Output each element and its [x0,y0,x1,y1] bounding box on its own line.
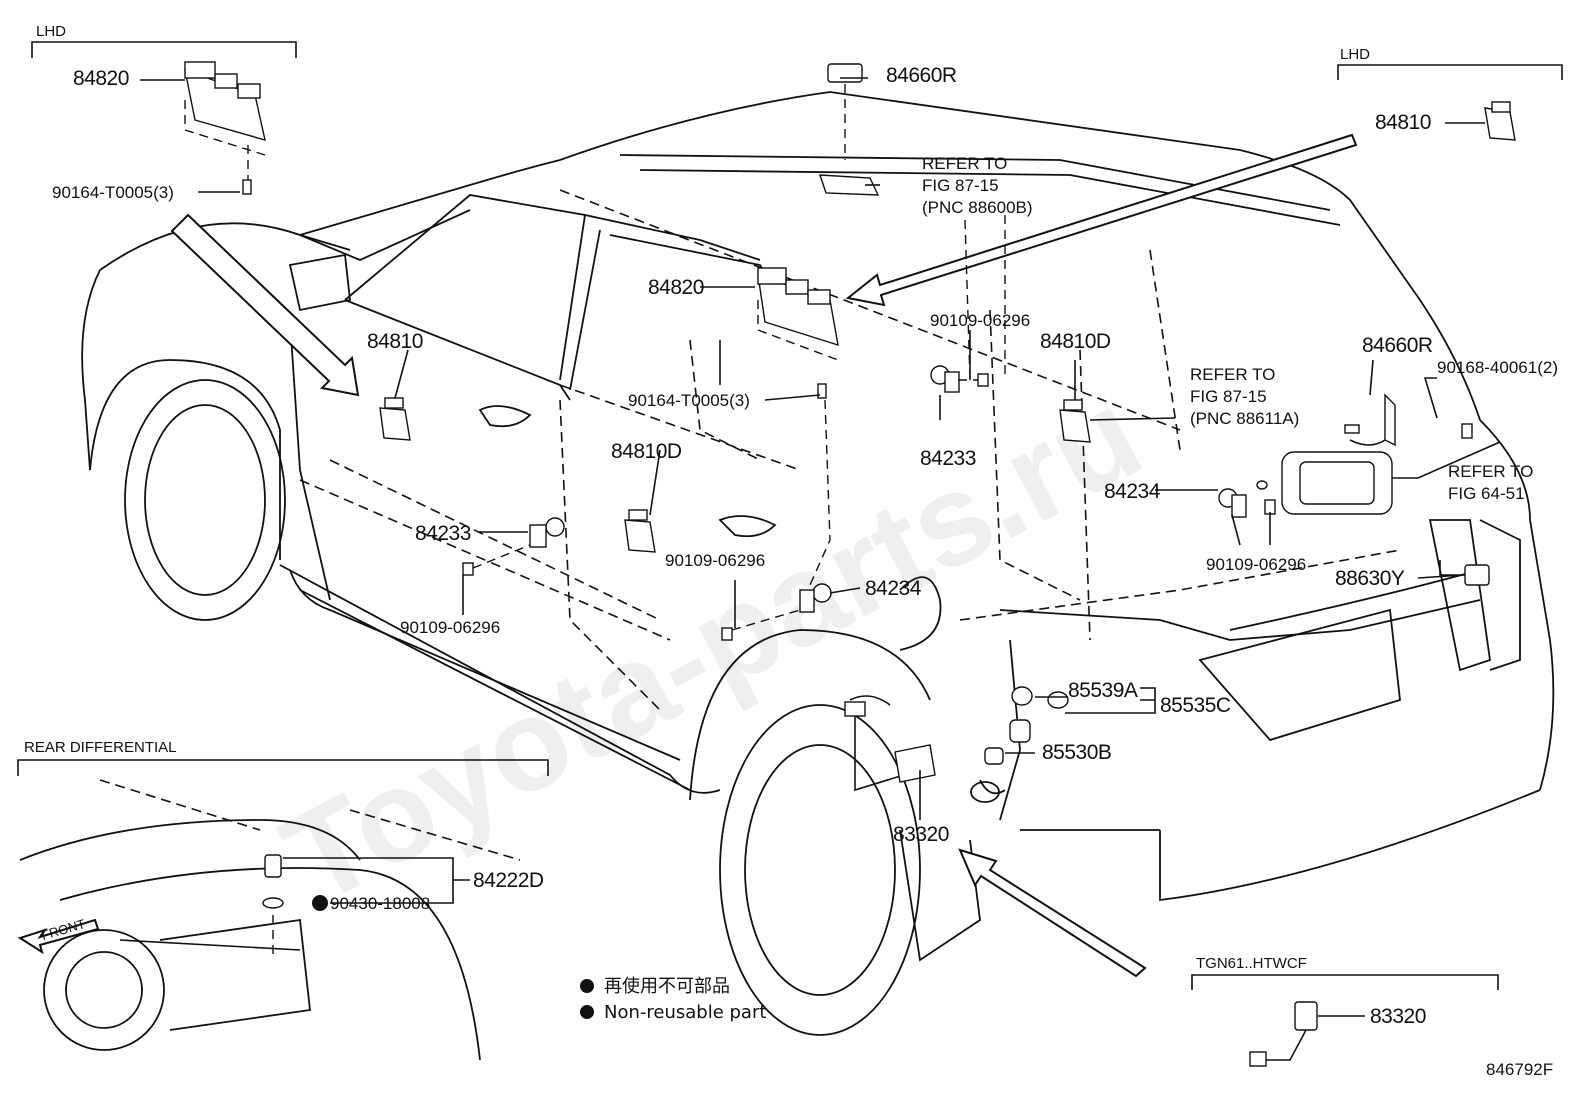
label-90430: 90430-18008 [330,894,430,913]
section-rear-differential-label: REAR DIFFERENTIAL [24,739,177,756]
courtesy-switch-84234-side [721,583,832,641]
section-lhd-right: LHD [1337,46,1563,80]
vehicle-body [81,91,1555,1036]
label-85535c: 85535C [1160,694,1231,717]
section-rear-differential: REAR DIFFERENTIAL [17,739,549,776]
legend-bullet-1 [580,979,594,993]
switch-84810d-door [624,509,656,553]
label-90109-front: 90109-06296 [400,618,500,637]
label-90109-rear: 90109-06296 [930,311,1030,330]
section-tgn: TGN61..HTWCF [1191,955,1499,990]
courtesy-switch-84233-rear [930,365,989,393]
label-84820-lhd: 84820 [73,67,129,90]
watermark-text: Toyota-parts.ru [261,360,1163,932]
label-90164-lhd: 90164-T0005(3) [52,183,174,202]
label-84222d: 84222D [473,869,544,892]
label-84234-back: 84234 [1104,480,1161,503]
switch-84810-door [379,397,411,441]
label-84234-side: 84234 [865,577,922,600]
label-refer-8715-b-2: FIG 87-15 [1190,387,1267,406]
label-refer-8715-b-1: REFER TO [1190,365,1275,384]
label-84660r-roof: 84660R [886,64,957,87]
sensor-88630y [1439,560,1490,586]
label-84820-door: 84820 [648,276,704,299]
section-lhd-left: LHD [31,23,297,58]
label-refer-8715-a-1: REFER TO [922,154,1007,173]
label-85539a: 85539A [1068,679,1138,702]
legend-bullet-2 [580,1005,594,1019]
label-84810d-rear: 84810D [1040,330,1111,353]
fuel-parts [984,686,1069,765]
master-switch-door [757,267,839,586]
legend-line-1: 再使用不可部品 [604,976,730,997]
label-84233-rear: 84233 [920,447,976,470]
section-lhd-right-label: LHD [1340,46,1370,63]
section-lhd-left-label: LHD [36,23,66,40]
master-switch-lhd [184,61,266,195]
switch-84810-right [1484,101,1516,141]
label-84810-door: 84810 [367,330,423,353]
label-84233-front: 84233 [415,522,471,545]
label-90168: 90168-40061(2) [1437,358,1558,377]
label-83320-tgn: 83320 [1370,1005,1426,1028]
label-refer-8715-a-3: (PNC 88600B) [922,198,1033,217]
roof-switch-84660r [819,63,1006,381]
label-83320-main: 83320 [893,823,949,846]
legend: 再使用不可部品 Non-reusable part [580,976,766,1023]
courtesy-switch-84233-front [462,517,565,576]
watermark: Toyota-parts.ru [261,360,1163,932]
fuel-sender-83320-tgn [1249,1001,1318,1067]
back-door-handle [1256,393,1473,515]
label-refer-8715-a-2: FIG 87-15 [922,176,999,195]
label-90164-door: 90164-T0005(3) [628,391,750,410]
label-88630y: 88630Y [1335,567,1405,590]
part-labels: 84820 90164-T0005(3) 84660R REFER TO FIG… [52,64,1558,1028]
switch-84810d-rear [1059,399,1091,443]
label-84660r-back: 84660R [1362,334,1433,357]
label-90109-side: 90109-06296 [665,551,765,570]
section-tgn-label: TGN61..HTWCF [1196,955,1307,972]
label-84810d-door: 84810D [611,440,682,463]
leader-lines [140,77,1501,1017]
label-85530b: 85530B [1042,741,1111,764]
fuel-sender-83320 [844,695,936,792]
label-refer-8715-b-3: (PNC 88611A) [1190,409,1299,428]
legend-line-2: Non-reusable part [604,1002,766,1023]
label-refer-6451-1: REFER TO [1448,462,1533,481]
label-refer-6451-2: FIG 64-51 [1448,484,1525,503]
label-90109-back: 90109-06296 [1206,555,1306,574]
label-84810-lhd: 84810 [1375,111,1431,134]
non-reusable-marker-90430 [312,895,328,911]
courtesy-switch-84234-back [1218,488,1276,518]
diagram-number: 846792F [1486,1060,1553,1079]
pointer-arrows [170,133,1358,978]
